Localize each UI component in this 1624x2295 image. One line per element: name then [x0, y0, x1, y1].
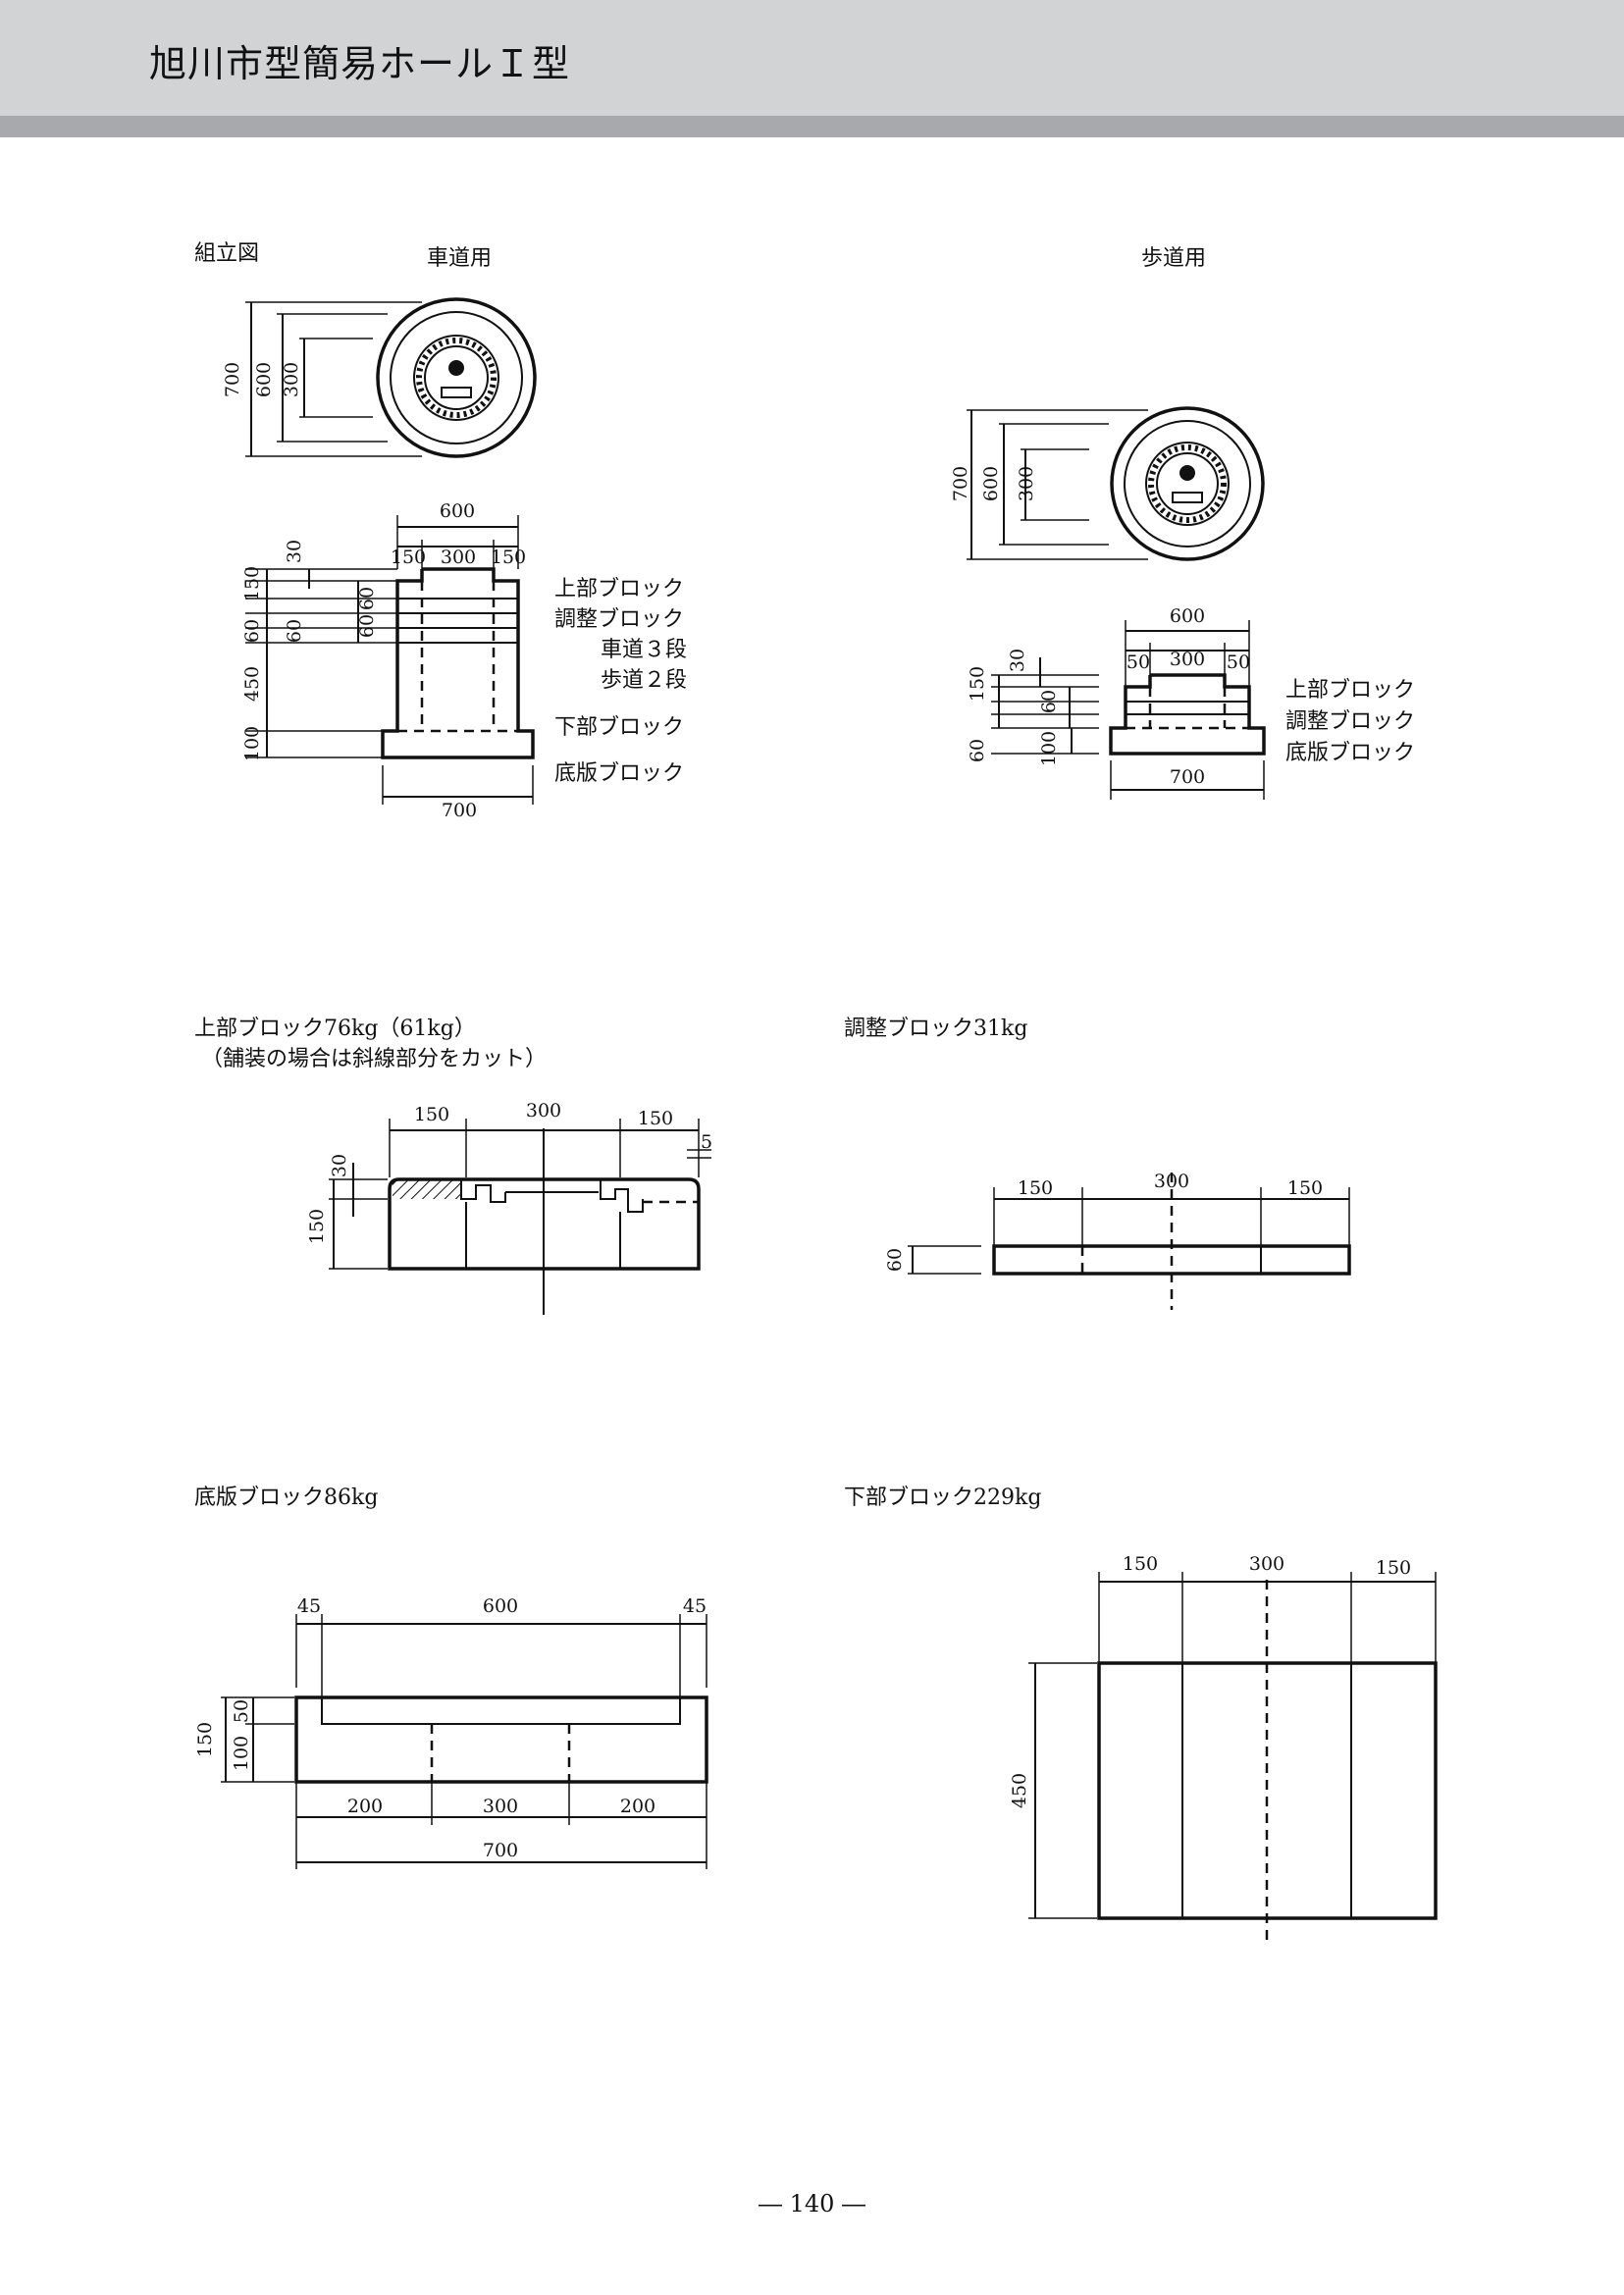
sidewalk-plan-dim-700: 700 [950, 466, 971, 501]
sidewalk-part-base: 底版ブロック [1285, 741, 1415, 765]
base-block-drawing [221, 1614, 708, 1869]
road-dim-left-100: 100 [241, 726, 263, 761]
road-section-view [245, 515, 535, 805]
adjust-dim-300: 300 [1154, 1171, 1189, 1192]
lower-dim-300: 300 [1249, 1553, 1284, 1575]
sidewalk-part-adjust: 調整ブロック [1285, 709, 1415, 734]
sidewalk-plan-dim-300: 300 [1016, 466, 1037, 501]
upper-block-note: （舗装の場合は斜線部分をカット） [201, 1047, 547, 1071]
road-label: 車道用 [427, 246, 492, 271]
adjust-block-title: 調整ブロック31kg [844, 1017, 1027, 1041]
base-dim-300: 300 [483, 1796, 518, 1817]
sidewalk-dim-top-600: 600 [1170, 605, 1205, 627]
base-dim-45-right: 45 [683, 1595, 707, 1617]
base-dim-200-right: 200 [620, 1796, 655, 1817]
base-dim-600: 600 [483, 1595, 518, 1617]
road-dim-left-60a: 60 [356, 587, 378, 610]
base-dim-50: 50 [231, 1699, 252, 1723]
adjust-dim-150-left: 150 [1018, 1177, 1053, 1199]
base-dim-150: 150 [194, 1722, 216, 1757]
lower-dim-150-left: 150 [1123, 1553, 1158, 1575]
road-part-adjust: 調整ブロック [554, 607, 684, 632]
sidewalk-label: 歩道用 [1141, 246, 1206, 271]
upper-dim-150-left: 150 [414, 1104, 449, 1125]
road-dim-top-150-right: 150 [491, 547, 526, 568]
sidewalk-dim-top-50-right: 50 [1227, 652, 1250, 673]
upper-dim-30: 30 [329, 1154, 350, 1177]
road-dim-left-60d: 60 [284, 619, 305, 643]
upper-dim-300: 300 [526, 1100, 561, 1121]
base-dim-100: 100 [231, 1736, 252, 1771]
page-number: ― 140 ― [758, 2190, 866, 2217]
upper-dim-150-height: 150 [306, 1209, 328, 1244]
sidewalk-dim-left-60a: 60 [1038, 690, 1060, 713]
sidewalk-dim-left-100: 100 [1038, 731, 1060, 766]
sidewalk-dim-left-30: 30 [1007, 649, 1028, 672]
sidewalk-dim-left-150: 150 [967, 666, 988, 702]
lower-block-drawing [1028, 1572, 1438, 1943]
upper-dim-5: 5 [701, 1131, 712, 1153]
road-dim-left-30: 30 [284, 540, 305, 563]
assembly-heading: 組立図 [194, 241, 259, 266]
road-dim-left-150: 150 [241, 566, 263, 601]
lower-dim-450: 450 [1009, 1773, 1030, 1808]
sidewalk-dim-bottom-700: 700 [1170, 766, 1205, 788]
road-part-roadway: 車道３段 [601, 638, 687, 662]
road-dim-left-60c: 60 [241, 619, 263, 643]
road-plan-dim-300: 300 [281, 362, 302, 397]
header-bar [0, 116, 1624, 137]
road-part-lower: 下部ブロック [554, 715, 684, 740]
road-dim-top-600: 600 [440, 500, 475, 522]
page-title: 旭川市型簡易ホールＩ型 [149, 42, 571, 85]
adjust-block-drawing [908, 1173, 1351, 1310]
road-dim-top-150-left: 150 [391, 547, 426, 568]
road-part-upper: 上部ブロック [554, 577, 684, 601]
base-dim-45-left: 45 [297, 1595, 321, 1617]
header-band [0, 0, 1624, 116]
road-part-base: 底版ブロック [554, 761, 684, 786]
sidewalk-section-view [991, 620, 1266, 800]
upper-dim-150-right: 150 [638, 1108, 673, 1129]
road-plan-dim-700: 700 [222, 362, 243, 397]
adjust-dim-150-right: 150 [1287, 1177, 1323, 1199]
sidewalk-part-upper: 上部ブロック [1285, 678, 1415, 703]
base-block-title: 底版ブロック86kg [194, 1486, 378, 1510]
base-dim-700: 700 [483, 1840, 518, 1861]
road-dim-left-450: 450 [241, 666, 263, 702]
sidewalk-plan-view [967, 406, 1265, 561]
road-part-sidewalk: 歩道２段 [601, 668, 687, 693]
lower-block-title: 下部ブロック229kg [844, 1486, 1041, 1510]
road-dim-top-300: 300 [441, 547, 476, 568]
upper-block-title: 上部ブロック76kg（61kg） [194, 1017, 476, 1041]
road-dim-left-60b: 60 [356, 614, 378, 638]
road-dim-bottom-700: 700 [442, 800, 477, 821]
lower-dim-150-right: 150 [1376, 1557, 1411, 1579]
adjust-dim-60: 60 [884, 1248, 906, 1272]
sidewalk-dim-left-60b: 60 [967, 739, 988, 762]
base-dim-200-left: 200 [347, 1796, 383, 1817]
sidewalk-dim-top-50-left: 50 [1126, 652, 1150, 673]
road-plan-dim-600: 600 [253, 362, 275, 397]
sidewalk-plan-dim-600: 600 [980, 466, 1002, 501]
sidewalk-dim-top-300: 300 [1170, 649, 1205, 670]
road-plan-view [245, 297, 537, 458]
upper-block-drawing [329, 1119, 711, 1315]
